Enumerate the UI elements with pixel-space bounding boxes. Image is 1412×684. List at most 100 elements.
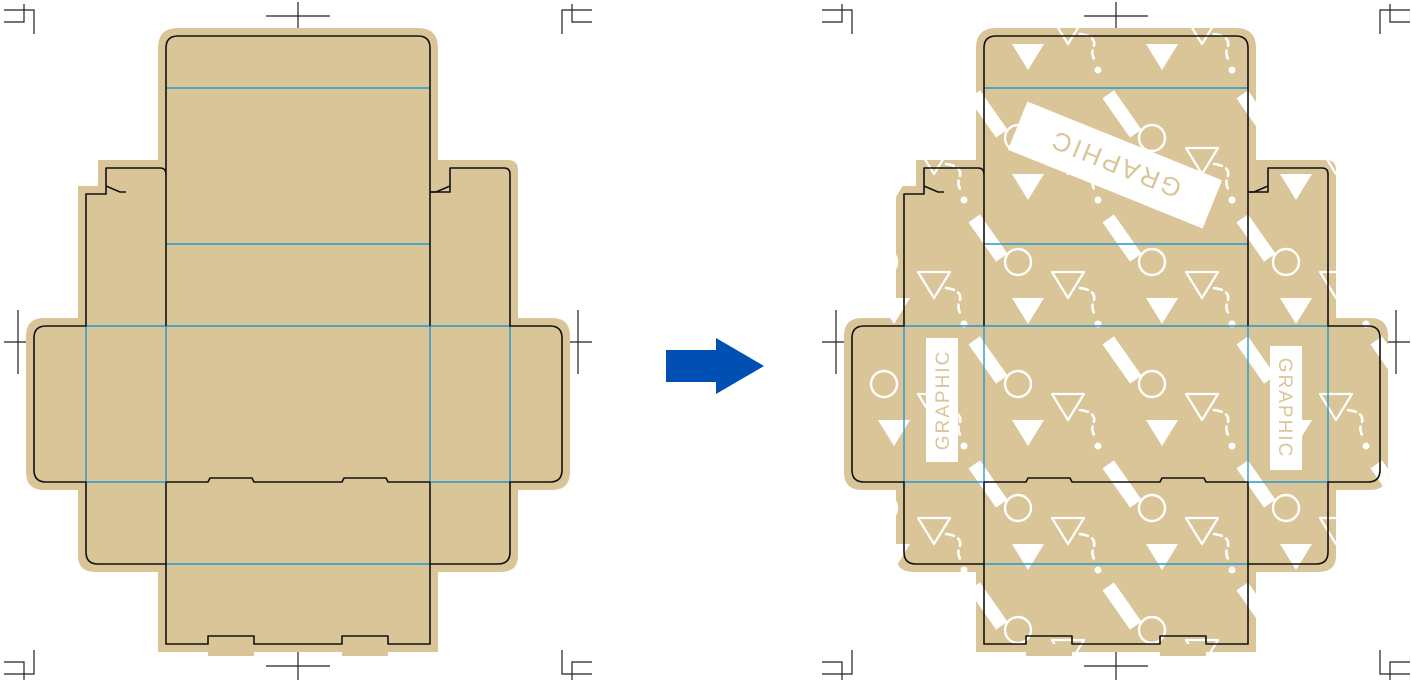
triangle-filled-icon	[1280, 544, 1312, 570]
triangle-filled-icon	[1146, 420, 1178, 446]
circle-pattern-icon	[1137, 493, 1167, 523]
crop-mark	[822, 4, 853, 34]
squiggle-pattern-icon	[1212, 532, 1232, 564]
squiggle-pattern-icon	[1078, 532, 1098, 564]
crop-mark	[1379, 4, 1410, 34]
printed-dieline: GRAPHIC GRAPHIC GRAPHIC	[844, 0, 1412, 684]
triangle-outline-icon	[1184, 28, 1220, 46]
dot-pattern-icon	[1228, 196, 1236, 204]
dash-pattern-icon	[1102, 90, 1142, 138]
squiggle-pattern-icon	[1346, 408, 1366, 440]
dot-pattern-icon	[960, 442, 968, 450]
triangle-filled-icon	[1280, 298, 1312, 324]
dash-pattern-icon	[1370, 582, 1388, 630]
triangle-outline-icon	[1184, 516, 1220, 546]
circle-pattern-icon	[1407, 371, 1412, 397]
circle-pattern-icon	[1137, 369, 1167, 399]
registration-mark	[1084, 2, 1148, 30]
circle-pattern-icon	[1271, 247, 1301, 277]
triangle-filled-icon	[1012, 420, 1044, 446]
dash-pattern-icon	[1103, 0, 1142, 8]
dash-pattern-icon	[968, 460, 1008, 508]
dot-pattern-icon	[960, 566, 968, 574]
crop-mark	[561, 4, 592, 34]
dash-pattern-icon	[1370, 214, 1388, 262]
circle-pattern-icon	[869, 123, 899, 153]
triangle-filled-icon	[1280, 44, 1312, 70]
triangle-outline-icon	[1184, 146, 1220, 176]
dash-pattern-icon	[1102, 582, 1142, 630]
circle-pattern-icon	[1003, 247, 1033, 277]
graphic-label-right: GRAPHIC	[1270, 346, 1302, 470]
squiggle-pattern-icon	[944, 32, 964, 64]
circle-pattern-icon	[1407, 617, 1412, 643]
dash-pattern-icon	[1236, 460, 1276, 508]
triangle-filled-icon	[1280, 174, 1312, 200]
circle-pattern-icon	[1003, 369, 1033, 399]
squiggle-pattern-icon	[1346, 162, 1366, 194]
dash-pattern-icon	[1237, 0, 1276, 8]
circle-pattern-icon	[1137, 123, 1167, 153]
dot-pattern-icon	[960, 196, 968, 204]
dash-pattern-icon	[968, 582, 1008, 630]
circle-pattern-icon	[869, 369, 899, 399]
squiggle-pattern-icon	[1348, 656, 1364, 684]
dot-pattern-icon	[1362, 566, 1370, 574]
circle-pattern-icon	[1271, 123, 1301, 153]
squiggle-pattern-icon	[1346, 532, 1366, 564]
circle-pattern-icon	[1407, 495, 1412, 521]
triangle-outline-icon	[1050, 270, 1086, 300]
dash-pattern-icon	[969, 0, 1008, 8]
triangle-outline-icon	[1318, 638, 1354, 652]
circle-pattern-icon	[869, 493, 899, 523]
crop-mark	[1379, 650, 1410, 680]
dash-pattern-icon	[1102, 214, 1142, 262]
triangle-outline-icon	[916, 270, 952, 300]
circle-pattern-icon	[1003, 615, 1033, 645]
squiggle-pattern-icon	[1214, 656, 1230, 684]
triangle-filled-icon	[878, 420, 910, 446]
squiggle-pattern-icon	[944, 162, 964, 194]
triangle-filled-icon	[1280, 666, 1312, 684]
triangle-outline-icon	[1050, 392, 1086, 422]
triangle-filled-icon	[1146, 666, 1178, 684]
circle-pattern-icon	[1407, 249, 1412, 275]
squiggle-pattern-icon	[1080, 656, 1096, 684]
squiggle-pattern-icon	[944, 286, 964, 318]
dash-pattern-icon	[968, 90, 1008, 138]
dash-pattern-icon	[968, 214, 1008, 262]
squiggle-pattern-icon	[1078, 408, 1098, 440]
crop-mark	[561, 650, 592, 680]
circle-pattern-icon	[1271, 615, 1301, 645]
dash-pattern-icon	[968, 336, 1008, 384]
triangle-filled-icon	[1012, 298, 1044, 324]
squiggle-pattern-icon	[1212, 286, 1232, 318]
squiggle-pattern-icon	[1346, 32, 1366, 64]
plain-dieline	[26, 28, 570, 656]
dot-pattern-icon	[1228, 566, 1236, 574]
triangle-filled-icon	[1146, 544, 1178, 570]
squiggle-pattern-icon	[946, 656, 962, 684]
crop-mark	[4, 650, 35, 680]
circle-pattern-icon	[869, 615, 899, 645]
triangle-outline-icon	[916, 28, 952, 46]
triangle-filled-icon	[878, 44, 910, 70]
circle-pattern-icon	[871, 0, 897, 21]
registration-mark	[1084, 652, 1148, 680]
triangle-outline-icon	[1050, 638, 1086, 652]
circle-pattern-icon	[1407, 125, 1412, 151]
circle-pattern-icon	[1271, 493, 1301, 523]
squiggle-pattern-icon	[1346, 286, 1366, 318]
dot-pattern-icon	[1228, 442, 1236, 450]
graphic-text-right: GRAPHIC	[1274, 358, 1295, 459]
triangle-filled-icon	[1012, 544, 1044, 570]
triangle-outline-icon	[1050, 516, 1086, 546]
triangle-filled-icon	[1146, 298, 1178, 324]
dot-pattern-icon	[960, 66, 968, 74]
dot-pattern-icon	[1094, 442, 1102, 450]
triangle-filled-icon	[1012, 666, 1044, 684]
dash-pattern-icon	[1370, 90, 1388, 138]
circle-pattern-icon	[1005, 0, 1031, 21]
circle-pattern-icon	[1137, 247, 1167, 277]
